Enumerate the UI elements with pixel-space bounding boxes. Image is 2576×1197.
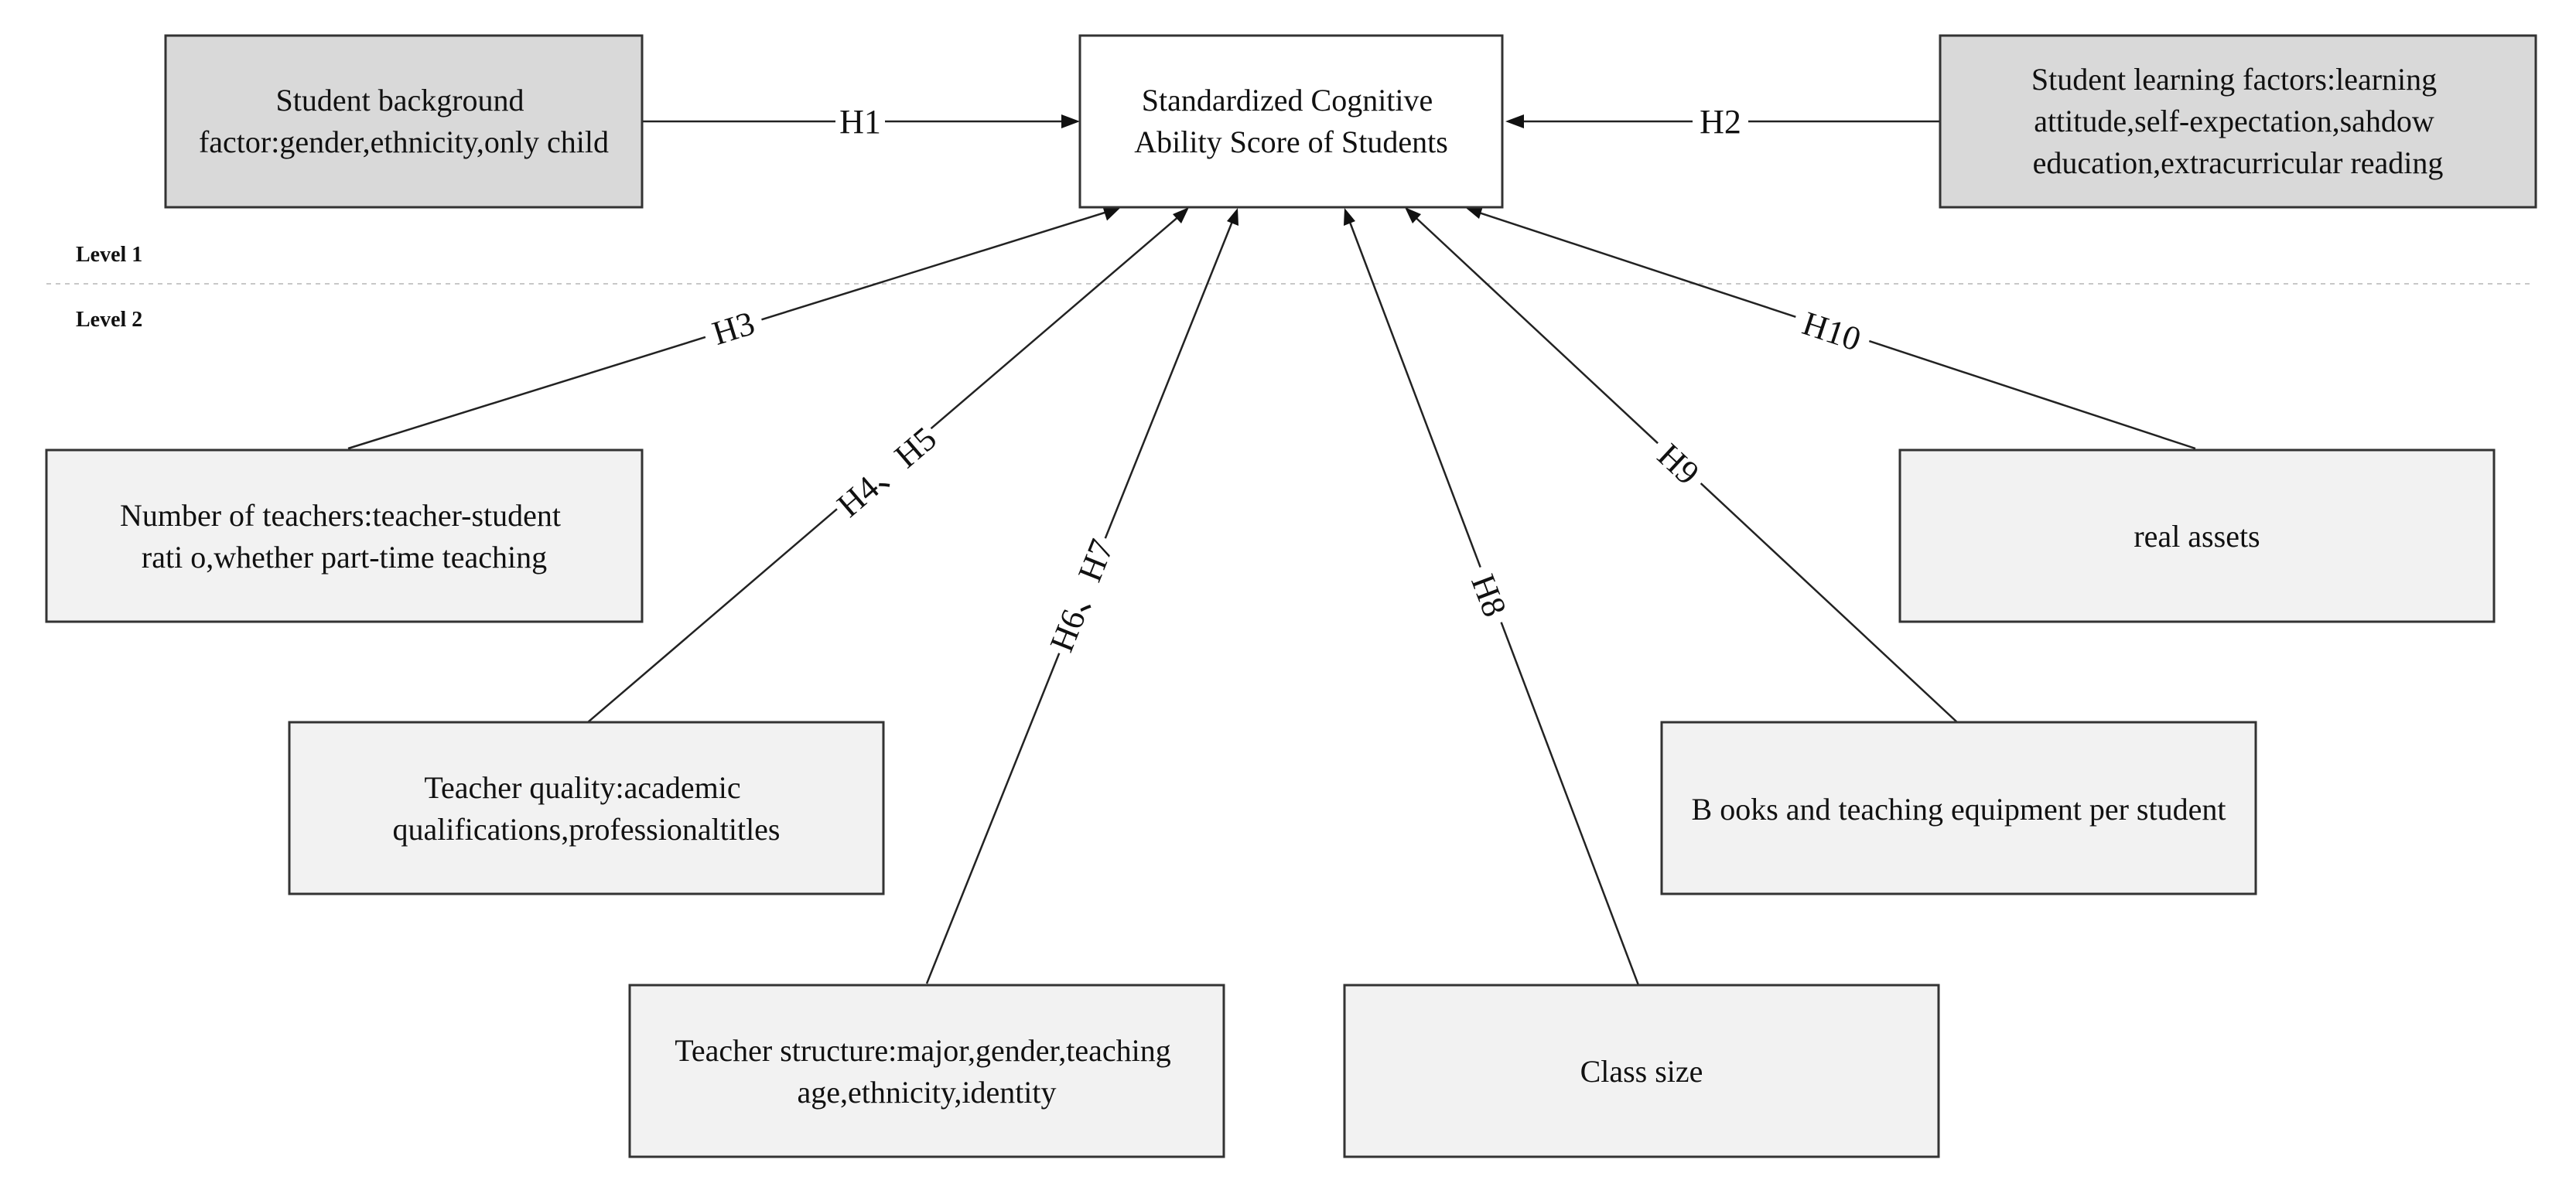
edge-label-h1: H1 [839, 103, 881, 141]
edge-label-h10: H10 [1798, 304, 1865, 358]
svg-text:Number of teachers:teacher-stu: Number of teachers:teacher-student rati … [120, 498, 569, 575]
edge-label-h4-h5-group: H4、H5 [826, 416, 946, 527]
node-teacher-structure: Teacher structure:major,gender,teaching … [628, 984, 1225, 1158]
edge-label-h8-group: H8 [1461, 561, 1519, 630]
node-teacher-structure-line-1: Teacher structure:major,gender,teaching [675, 1033, 1170, 1068]
node-student-learning: Student learning factors:learning attitu… [1939, 34, 2537, 209]
node-number-of-teachers: Number of teachers:teacher-student rati … [45, 448, 644, 623]
edge-label-h4-h5: H4、H5 [830, 419, 944, 524]
edge-h1-arrowhead [1061, 114, 1080, 128]
node-teacher-quality: Teacher quality:academic qualifications,… [288, 721, 885, 895]
node-books-equipment: B ooks and teaching equipment per studen… [1660, 721, 2257, 895]
node-center-line-2: Ability Score of Students [1134, 124, 1448, 159]
node-class-size-line-1: Class size [1580, 1054, 1703, 1089]
node-real-assets: real assets [1898, 448, 2496, 623]
edge-label-h6-h7: H6、H7 [1043, 534, 1122, 657]
node-student-learning-line-3: education,extracurricular reading [2033, 145, 2444, 180]
svg-text:B ooks and teaching equipment: B ooks and teaching equipment per studen… [1692, 792, 2226, 827]
edge-h4-h5-arrowhead [1173, 207, 1189, 223]
node-teacher-quality-box [288, 721, 885, 895]
node-books-equipment-line-1: B ooks and teaching equipment per studen… [1692, 792, 2226, 827]
node-teacher-quality-line-1: Teacher quality:academic [424, 770, 740, 805]
node-center-box [1078, 34, 1504, 209]
svg-text:Teacher quality:academic: Teacher quality:academic qualifications,… [393, 770, 781, 847]
node-number-of-teachers-line-2: rati o,whether part-time teaching [142, 540, 547, 575]
svg-text:Class size: Class size [1580, 1054, 1703, 1089]
level-1-label: Level 1 [76, 243, 142, 267]
node-student-background-line-2: factor:gender,ethnicity,only child [199, 124, 609, 159]
edge-label-h2: H2 [1700, 103, 1741, 141]
edge-label-h1-group: H1 [835, 103, 885, 141]
node-number-of-teachers-box [45, 448, 644, 623]
node-student-learning-box [1939, 34, 2537, 209]
edge-label-h6-h7-group: H6、H7 [1040, 530, 1122, 660]
node-student-background-box [164, 34, 644, 209]
svg-text:Teacher structure:major,gender: Teacher structure:major,gender,teaching … [675, 1033, 1178, 1110]
edge-h9-arrowhead [1405, 207, 1421, 223]
node-student-background-line-1: Student background [275, 83, 524, 118]
svg-text:Standardized Cognitive: Standardized Cognitive Ability Score of … [1134, 83, 1448, 159]
edge-label-h2-group: H2 [1693, 103, 1748, 141]
node-real-assets-box [1898, 448, 2496, 623]
nodes: Standardized Cognitive Ability Score of … [45, 34, 2537, 1158]
node-student-learning-line-1: Student learning factors:learning [2031, 62, 2437, 97]
edge-h6-h7-arrowhead [1227, 208, 1238, 226]
node-teacher-structure-line-2: age,ethnicity,identity [797, 1075, 1056, 1110]
svg-text:real assets: real assets [2134, 519, 2260, 554]
edge-h8-arrowhead [1344, 208, 1355, 226]
node-teacher-quality-line-2: qualifications,professionaltitles [393, 812, 781, 847]
edge-label-h3-group: H3 [699, 299, 767, 355]
node-student-learning-line-2: attitude,self-expectation,sahdow [2034, 104, 2434, 138]
svg-text:Student background fac: Student background factor:gender,ethnici… [199, 83, 609, 159]
edge-h10-arrowhead [1466, 206, 1483, 219]
edge-label-h9-group: H9 [1644, 429, 1714, 498]
node-class-size: Class size [1343, 984, 1940, 1158]
node-books-equipment-box [1660, 721, 2257, 895]
node-real-assets-line-1: real assets [2134, 519, 2260, 554]
node-teacher-structure-box [628, 984, 1225, 1158]
edge-label-h10-group: H10 [1789, 299, 1875, 361]
node-center-line-1: Standardized Cognitive [1142, 83, 1433, 118]
node-center: Standardized Cognitive Ability Score of … [1078, 34, 1504, 209]
node-number-of-teachers-line-1: Number of teachers:teacher-student [120, 498, 561, 533]
svg-text:Student learning factors:learn: Student learning factors:learning attitu… [2031, 62, 2444, 180]
node-class-size-box [1343, 984, 1940, 1158]
edge-h3-arrowhead [1103, 208, 1120, 221]
node-student-background: Student background factor:gender,ethnici… [164, 34, 644, 209]
edge-h2-arrowhead [1505, 114, 1524, 128]
level-2-label: Level 2 [76, 308, 142, 332]
